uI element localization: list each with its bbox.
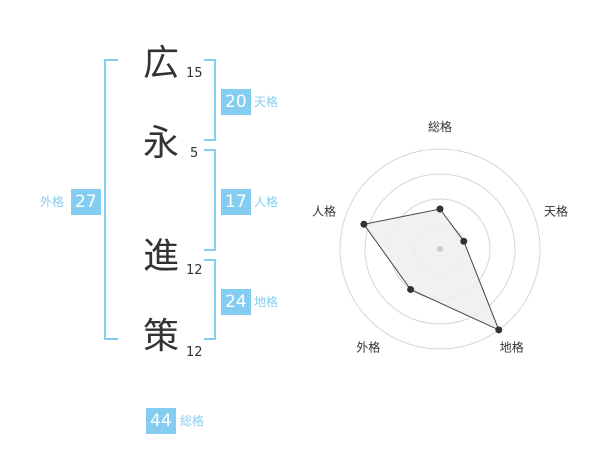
name-char-2: 永 [142, 123, 179, 164]
name-char-3: 進 [142, 236, 179, 277]
gaikaku-badge: 27 [71, 189, 101, 215]
chikaku-bracket-bottom [204, 338, 216, 340]
radar-axis-label-5: 人格 [312, 203, 336, 218]
radar-axis-label-4: 外格 [356, 340, 380, 355]
stroke-count-4: 12 [186, 345, 203, 360]
tenkaku-bracket-top [204, 59, 216, 61]
name-char-4: 策 [142, 316, 179, 357]
stroke-count-1: 15 [186, 66, 203, 81]
soukaku-label: 総格 [180, 414, 205, 428]
jinkaku-bracket-bottom [204, 249, 216, 251]
tenkaku-label: 天格 [254, 95, 279, 109]
gaikaku-bracket-vertical [104, 59, 106, 340]
radar-point-2 [460, 237, 468, 245]
chikaku-label: 地格 [254, 295, 279, 309]
jinkaku-bracket-top [204, 149, 216, 151]
radar-point-1 [436, 205, 444, 213]
name-char-1: 広 [142, 43, 179, 84]
jinkaku-label: 人格 [254, 195, 279, 209]
tenkaku-badge: 20 [221, 89, 251, 115]
radar-axis-label-1: 総格 [428, 119, 452, 134]
stroke-count-3: 12 [186, 263, 203, 278]
gaikaku-bracket-bottom [104, 338, 118, 340]
radar-center-dot [437, 246, 443, 252]
chikaku-bracket-top [204, 259, 216, 261]
chikaku-bracket-vertical [214, 259, 216, 340]
jinkaku-bracket-vertical [214, 149, 216, 251]
chikaku-badge: 24 [221, 289, 251, 315]
radar-axis-label-3: 地格 [500, 340, 524, 355]
jinkaku-badge: 17 [221, 189, 251, 215]
radar-point-4 [407, 285, 415, 293]
radar-point-3 [495, 326, 503, 334]
gaikaku-bracket-top [104, 59, 118, 61]
stroke-count-2: 5 [190, 146, 199, 161]
radar-points [360, 205, 503, 334]
radar-ring-3 [364, 173, 516, 325]
soukaku-badge: 44 [146, 408, 176, 434]
tenkaku-bracket-bottom [204, 139, 216, 141]
radar-ring-4 [339, 148, 541, 350]
radar-axis-label-2: 天格 [544, 203, 568, 218]
radar-point-5 [360, 220, 368, 228]
gaikaku-label: 外格 [40, 195, 65, 209]
radar-polygon [363, 208, 500, 331]
tenkaku-bracket-vertical [214, 59, 216, 141]
